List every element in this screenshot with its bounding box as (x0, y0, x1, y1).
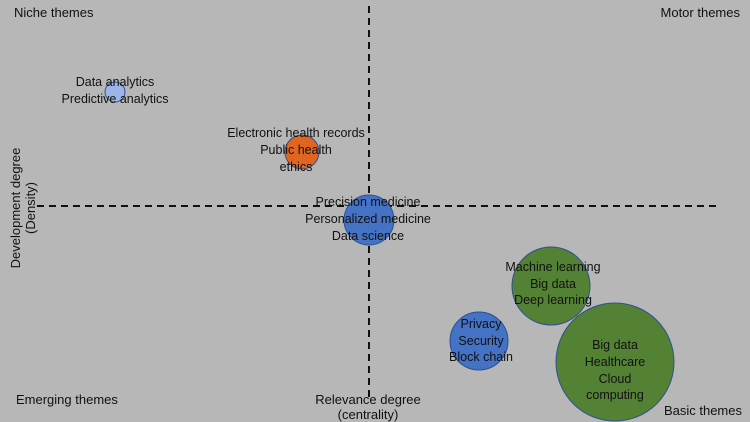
bubble-2 (284, 134, 320, 170)
bubble-4-label-3: Deep learning (514, 293, 592, 307)
bubble-6-label-2: Healthcare (585, 355, 645, 369)
bubble-6-label-3: Cloud (599, 372, 632, 386)
bubble-3-label-1: Precision medicine (316, 195, 421, 209)
bubble-5-label-3: Block chain (449, 350, 513, 364)
bubble-6-label-4: computing (586, 388, 644, 402)
bubble-3-label-3: Data science (332, 229, 404, 243)
label-layer: Data analytics Predictive analytics Elec… (62, 75, 646, 402)
bubble-2-label-1: Electronic health records (227, 126, 365, 140)
bubble-3-label-2: Personalized medicine (305, 212, 431, 226)
bubble-5-label-2: Security (458, 334, 504, 348)
bubble-5 (449, 311, 509, 371)
quadrant-label-bottom-left: Emerging themes (16, 392, 118, 407)
bubble-2-label-3: ethics (280, 160, 313, 174)
bubble-1 (104, 81, 126, 103)
bubble-layer (104, 81, 675, 422)
bubble-2-label-2: Public health (260, 143, 332, 157)
bubble-4-label-1: Machine learning (505, 260, 600, 274)
quadrant-label-bottom-right: Basic themes (664, 403, 743, 418)
bubble-4-label-2: Big data (530, 277, 576, 291)
quadrant-label-top-left: Niche themes (14, 5, 94, 20)
x-axis-label-line2: (centrality) (338, 407, 399, 422)
bubble-6-label-1: Big data (592, 338, 638, 352)
y-axis-label-line2: (Density) (23, 182, 38, 234)
bubble-1-label-1: Data analytics (76, 75, 155, 89)
x-axis-label-line1: Relevance degree (315, 392, 421, 407)
y-axis-label-line1: Development degree (8, 148, 23, 269)
bubble-1-label-2: Predictive analytics (62, 92, 169, 106)
quadrant-label-top-right: Motor themes (661, 5, 741, 20)
y-axis-label: Development degree (Density) (8, 148, 38, 269)
bubble-3 (343, 194, 395, 246)
bubble-6 (555, 302, 675, 422)
bubble-4 (511, 246, 591, 326)
bubble-5-label-1: Privacy (461, 317, 503, 331)
